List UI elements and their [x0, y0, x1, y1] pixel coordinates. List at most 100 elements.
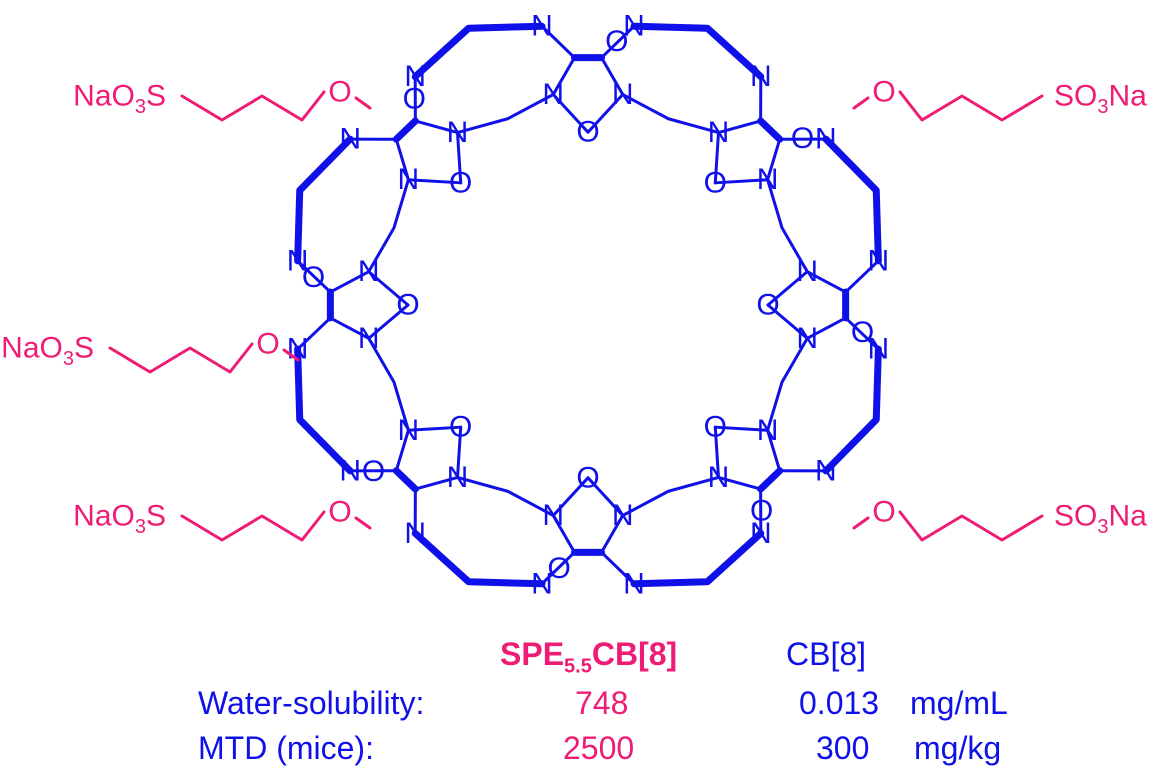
nitrogen-atom: N: [708, 116, 730, 149]
bond: [392, 467, 419, 493]
oxygen-atom: O: [449, 411, 472, 444]
nitrogen-atom: N: [398, 163, 420, 196]
ether-oxygen: O: [256, 328, 279, 361]
ether-oxygen: O: [872, 496, 895, 529]
nitrogen-atom: N: [358, 322, 380, 355]
bond: [766, 303, 809, 340]
bond: [757, 467, 784, 493]
header-compound: SPE5.5CB[8]: [500, 636, 677, 678]
methylene-bridge-inner: [766, 336, 809, 432]
sulfonate-group: SO3Na: [1054, 500, 1147, 539]
bond: [766, 137, 782, 182]
bond: [757, 117, 784, 143]
bond: [766, 270, 809, 307]
bond: [551, 56, 576, 97]
bond: [296, 259, 332, 294]
bond: [328, 270, 371, 294]
oxygen-atom: O: [403, 83, 426, 116]
bond: [716, 119, 763, 135]
bond: [586, 476, 625, 517]
methylene-bridge-inner: [367, 336, 410, 432]
bond: [586, 93, 625, 134]
value-compound-mtd: 2500: [563, 730, 635, 766]
oxygen-atom: O: [396, 289, 419, 322]
propyl-chain: [898, 90, 1044, 122]
header-compound-main: SPE: [500, 636, 565, 672]
bond: [413, 475, 460, 491]
oxygen-atom: O: [547, 552, 570, 585]
methylene-bridge-outer: [630, 529, 765, 588]
nitrogen-atom: N: [757, 414, 779, 447]
bond: [540, 550, 576, 586]
row-label-water-solubility: Water-solubility:: [198, 685, 425, 721]
bond: [328, 316, 371, 340]
bond: [367, 303, 410, 340]
bond: [394, 137, 410, 182]
methylene-bridge-outer: [822, 345, 882, 475]
nitrogen-atom: N: [339, 123, 361, 156]
ether-oxygen: O: [328, 76, 351, 109]
bond: [805, 316, 848, 340]
nitrogen-atom: N: [868, 244, 890, 277]
methylene-bridge-inner: [621, 475, 720, 517]
oxygen-atom: O: [576, 461, 599, 494]
bond: [600, 513, 625, 554]
oxygen-atom: O: [704, 166, 727, 199]
ether-bond: [852, 96, 870, 110]
bond: [713, 425, 770, 432]
methylene-bridge-outer: [411, 529, 546, 588]
bond: [805, 270, 848, 294]
header-reference: CB[8]: [786, 636, 867, 672]
value-compound-water-solubility: 748: [575, 685, 629, 721]
bond: [600, 56, 625, 97]
methylene-bridge-outer: [294, 345, 354, 475]
bond: [551, 93, 590, 134]
ether-bond: [354, 516, 372, 530]
methylene-bridge-outer: [822, 135, 882, 265]
bond: [367, 270, 410, 307]
bond: [713, 425, 720, 479]
header-compound-subscript: 5.5: [564, 655, 592, 678]
methylene-bridge-inner: [456, 93, 555, 135]
nitrogen-atom: N: [612, 499, 634, 532]
methylene-bridge-inner: [456, 475, 555, 517]
oxygen-atom: O: [449, 166, 472, 199]
sulfonate-group: NaO3S: [73, 500, 166, 539]
unit-mtd: mg/kg: [914, 730, 1002, 766]
bond: [540, 24, 576, 60]
methylene-bridge-inner: [766, 178, 809, 274]
ether-oxygen: O: [328, 496, 351, 529]
bond: [844, 259, 880, 294]
ether-oxygen: O: [872, 76, 895, 109]
bond: [551, 476, 590, 517]
propyl-chain: [108, 342, 254, 374]
oxygen-atom: O: [605, 25, 628, 58]
bond: [713, 178, 770, 185]
oxygen-atom: O: [750, 494, 773, 527]
nitrogen-atom: N: [796, 255, 818, 288]
oxygen-atom: O: [791, 122, 814, 155]
value-reference-water-solubility: 0.013: [799, 685, 880, 721]
bond: [600, 24, 636, 60]
bond: [413, 119, 460, 135]
methylene-bridge-outer: [411, 22, 546, 81]
propyl-chain: [180, 510, 326, 542]
oxygen-atom: O: [302, 261, 325, 294]
value-reference-mtd: 300: [816, 730, 870, 766]
bond: [600, 550, 636, 586]
bond: [551, 513, 576, 554]
ether-bond: [354, 96, 372, 110]
propyl-chain: [898, 510, 1044, 542]
nitrogen-atom: N: [815, 454, 837, 487]
methylene-bridge-outer: [630, 22, 765, 81]
bond: [406, 425, 463, 432]
ether-bond: [282, 348, 300, 362]
oxygen-atom: O: [362, 455, 385, 488]
nitrogen-atom: N: [750, 60, 772, 93]
nitrogen-atom: N: [404, 517, 426, 550]
oxygen-atom: O: [576, 116, 599, 149]
oxygen-atom: O: [756, 289, 779, 322]
